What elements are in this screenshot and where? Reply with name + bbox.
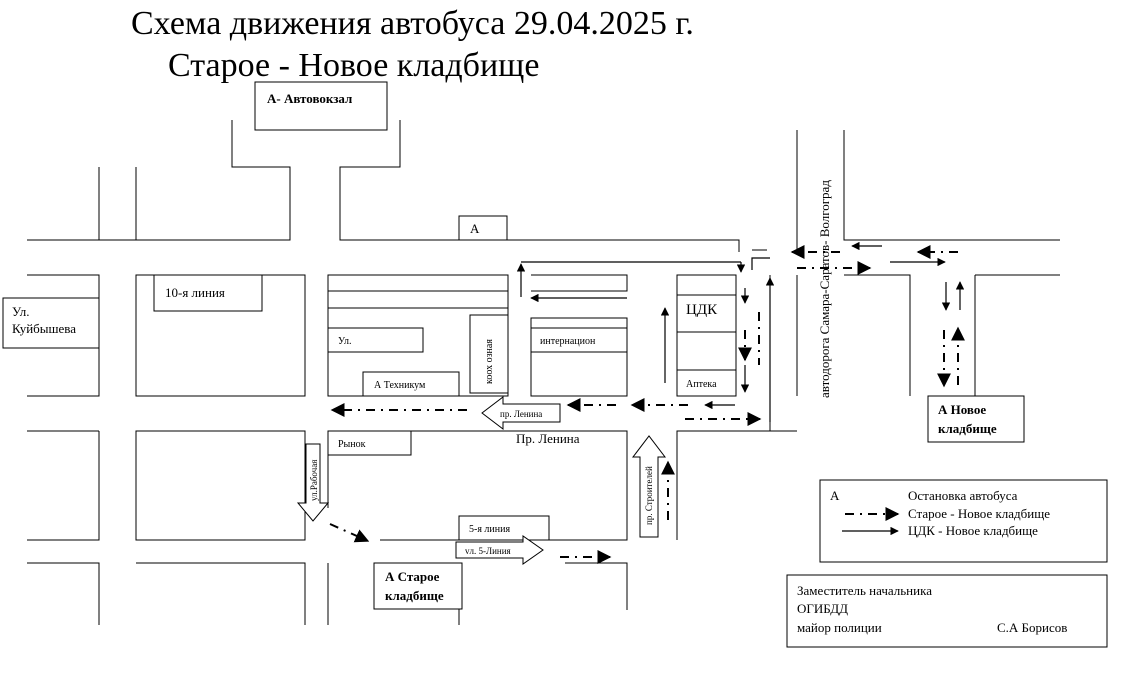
svg-text:коох озная: коох озная bbox=[484, 339, 495, 384]
new-cemetery-stop: А Новое кладбище bbox=[927, 395, 1025, 443]
svg-text:кладбище: кладбище bbox=[385, 588, 444, 603]
rabochaya-arrow: ул.Рабочая bbox=[296, 443, 330, 522]
legend-stop-text: Остановка автобуса bbox=[908, 488, 1018, 503]
legend-stop-symbol: А bbox=[830, 488, 840, 503]
svg-text:Рынок: Рынок bbox=[338, 439, 366, 450]
svg-text:ул.Рабочая: ул.Рабочая bbox=[309, 460, 319, 501]
svg-text:пр. Ленина: пр. Ленина bbox=[500, 409, 542, 419]
svg-text:пр. Строителей: пр. Строителей bbox=[644, 466, 654, 525]
avtovokzal-stop: А- Автовокзал bbox=[254, 81, 388, 131]
cdk-label: ЦДК bbox=[686, 302, 718, 318]
legend: А Остановка автобуса Старое - Новое клад… bbox=[819, 479, 1108, 563]
apteka-label: Аптека bbox=[686, 379, 717, 390]
line5-label: 5-я линия bbox=[458, 515, 550, 541]
svg-text:ОГИБДД: ОГИБДД bbox=[797, 601, 848, 616]
old-cemetery-stop: А Старое кладбище bbox=[373, 562, 463, 610]
route-old-new bbox=[329, 245, 965, 564]
svg-text:Ул.: Ул. bbox=[12, 304, 29, 319]
svg-text:интернацион: интернацион bbox=[540, 336, 596, 347]
svg-text:А Новое: А Новое bbox=[938, 402, 986, 417]
signature-block: Заместитель начальника ОГИБДД майор поли… bbox=[786, 574, 1108, 648]
kuibysheva-label: Ул. Куйбышева bbox=[2, 297, 100, 349]
pr-lenina-label: Пр. Ленина bbox=[516, 431, 580, 446]
svg-text:Заместитель начальника: Заместитель начальника bbox=[797, 583, 932, 598]
ul-label: Ул. bbox=[327, 327, 424, 353]
svg-text:кладбище: кладбище bbox=[938, 421, 997, 436]
legend-solid-text: ЦДК - Новое кладбище bbox=[908, 523, 1038, 538]
svg-text:А Старое: А Старое bbox=[385, 569, 440, 584]
koohoznaya-label: коох озная bbox=[469, 314, 509, 394]
svg-text:С.А Борисов: С.А Борисов bbox=[997, 620, 1067, 635]
svg-text:А Техникум: А Техникум bbox=[374, 380, 426, 391]
line5-arrow: vл. 5-Линия bbox=[455, 535, 544, 565]
svg-text:vл. 5-Линия: vл. 5-Линия bbox=[465, 546, 511, 556]
highway-label: автодорога Самара-Саратов- Волгоград bbox=[817, 180, 832, 398]
svg-text:10-я линия: 10-я линия bbox=[165, 285, 225, 300]
svg-text:А: А bbox=[470, 221, 480, 236]
stroiteley-arrow: пр. Строителей bbox=[631, 435, 667, 538]
line10-label: 10-я линия bbox=[153, 274, 263, 312]
svg-text:Ул.: Ул. bbox=[338, 336, 351, 347]
route-cdk-new bbox=[516, 241, 965, 422]
internacion-label: интернацион bbox=[530, 327, 628, 353]
map-subtitle: Старое - Новое кладбище bbox=[168, 47, 539, 84]
svg-text:Куйбышева: Куйбышева bbox=[12, 321, 76, 336]
svg-text:А- Автовокзал: А- Автовокзал bbox=[267, 91, 352, 106]
stop-a-top: А bbox=[458, 215, 508, 241]
map-title: Схема движения автобуса 29.04.2025 г. bbox=[131, 5, 694, 42]
svg-text:майор полиции: майор полиции bbox=[797, 620, 882, 635]
pr-lenina-arrow: пр. Ленина bbox=[481, 395, 561, 431]
rynok-label: Рынок bbox=[327, 430, 412, 456]
tekhnikum-stop: А Техникум bbox=[362, 371, 460, 397]
svg-text:5-я линия: 5-я линия bbox=[469, 524, 510, 535]
legend-dash-text: Старое - Новое кладбище bbox=[908, 506, 1050, 521]
